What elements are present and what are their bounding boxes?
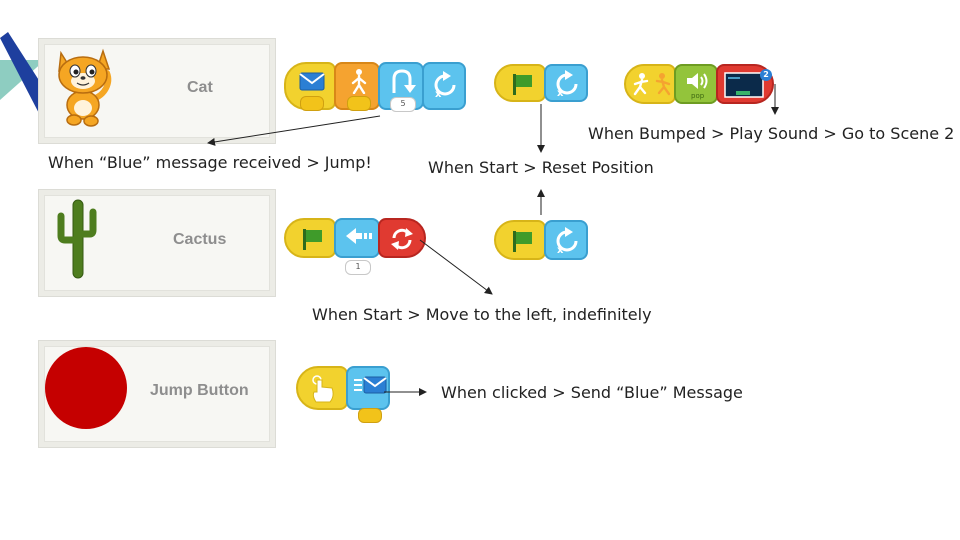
when-clicked-block[interactable] — [296, 366, 348, 410]
go-to-scene-block[interactable]: 2 — [716, 64, 774, 104]
standing-figure-icon — [351, 69, 367, 94]
cat-sprite — [58, 48, 112, 127]
cactus-when-start-block[interactable] — [284, 218, 336, 258]
cactus-name: Cactus — [173, 231, 227, 248]
green-flag-icon — [513, 231, 532, 252]
cactus-sprite — [57, 199, 97, 279]
sound-name-label: pop — [691, 92, 705, 100]
svg-text:x: x — [557, 245, 564, 255]
when-message-received-block[interactable] — [284, 62, 336, 111]
when-bumped-block[interactable] — [624, 64, 676, 104]
send-color-dropdown[interactable] — [358, 408, 382, 423]
jump-block[interactable] — [334, 62, 380, 111]
left-arrow-icon — [346, 228, 372, 244]
reset-position-icon: x — [434, 71, 456, 99]
move-left-block[interactable]: 1 — [334, 218, 380, 275]
scene-thumbnail-icon — [724, 72, 764, 98]
cactus-card: Cactus — [38, 189, 276, 297]
jump-action-block[interactable]: 5 — [378, 62, 424, 112]
tap-hand-icon — [312, 375, 334, 403]
red-circle-sprite — [45, 347, 127, 429]
reset-position-icon: x — [556, 70, 578, 98]
reset-position-block[interactable]: x — [422, 62, 466, 110]
repeat-forever-icon — [391, 228, 413, 250]
green-flag-icon — [513, 74, 532, 95]
cactus-start-caption: When Start > Move to the left, indefinit… — [312, 305, 652, 324]
jump-button-name: Jump Button — [150, 382, 249, 399]
envelope-icon — [299, 72, 325, 91]
cat-message-arrow — [207, 115, 381, 146]
second-when-start-block[interactable] — [494, 220, 546, 260]
svg-text:x: x — [435, 89, 442, 99]
cactus-arrow — [419, 239, 493, 295]
send-message-block[interactable] — [346, 366, 390, 423]
speaker-icon — [687, 73, 708, 89]
repeat-forever-block[interactable] — [378, 218, 426, 258]
svg-text:x: x — [557, 88, 564, 98]
cat-card: Cat — [38, 38, 276, 144]
cat-message-caption: When “Blue” message received > Jump! — [48, 153, 372, 172]
send-envelope-icon — [354, 376, 387, 394]
second-reset-position-block[interactable]: x — [544, 220, 588, 260]
green-flag-icon — [303, 229, 322, 250]
jump-height-value[interactable]: 5 — [390, 97, 416, 112]
bumped-figures-icon — [633, 73, 671, 96]
figure-dropdown[interactable] — [347, 96, 371, 111]
button-clicked-caption: When clicked > Send “Blue” Message — [441, 383, 743, 402]
cat-start-caption: When Start > Reset Position — [428, 158, 654, 177]
cat-name: Cat — [187, 79, 213, 96]
reset-position-icon: x — [556, 227, 578, 255]
cat-bumped-caption: When Bumped > Play Sound > Go to Scene 2 — [588, 124, 955, 143]
cat-reset-position-block[interactable]: x — [544, 64, 588, 102]
move-steps-value[interactable]: 1 — [345, 260, 371, 275]
message-color-dropdown[interactable] — [300, 96, 324, 111]
jump-arrow-icon — [392, 69, 416, 93]
jump-button-card: Jump Button — [38, 340, 276, 448]
scene-number-badge: 2 — [760, 69, 772, 81]
